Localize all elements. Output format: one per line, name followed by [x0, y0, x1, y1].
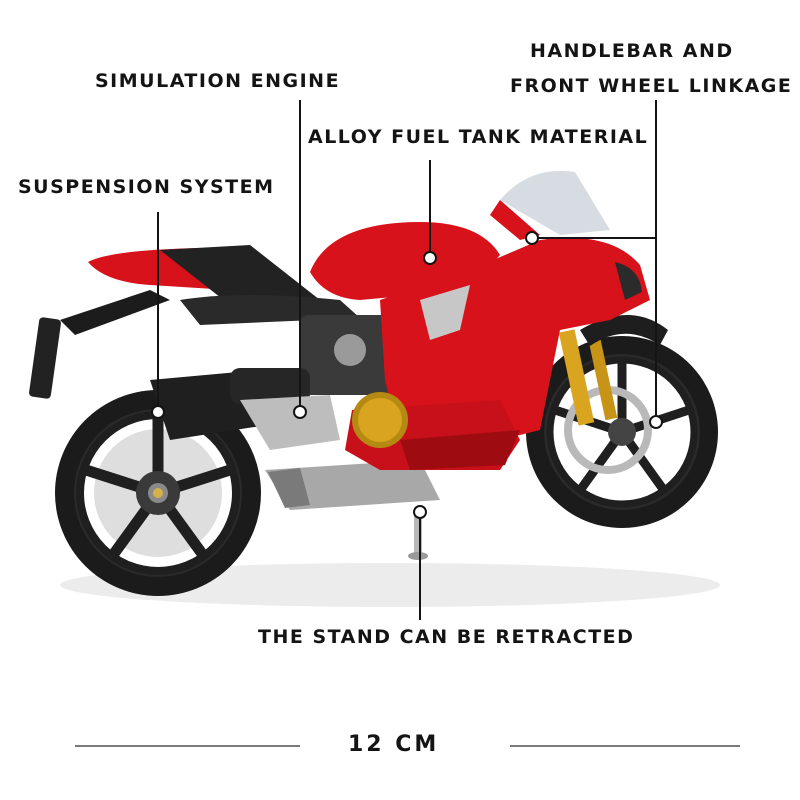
- windscreen: [500, 170, 610, 235]
- headlight: [615, 262, 642, 300]
- swing-arm: [60, 290, 170, 335]
- callout-lines: [157, 100, 657, 620]
- license-plate-holder: [29, 317, 61, 399]
- callout-dots: [151, 231, 663, 519]
- label-handlebar-line1: HANDLEBAR AND: [530, 40, 734, 62]
- label-size: 12 CM: [348, 732, 440, 757]
- label-handlebar-line2: FRONT WHEEL LINKAGE: [510, 75, 793, 97]
- exhaust: [265, 460, 440, 510]
- front-fork: [558, 329, 595, 426]
- label-simulation-engine: SIMULATION ENGINE: [95, 70, 341, 92]
- front-wheel: [526, 336, 718, 528]
- front-fairing: [380, 237, 650, 440]
- label-fuel-tank: ALLOY FUEL TANK MATERIAL: [308, 126, 649, 148]
- label-suspension-system: SUSPENSION SYSTEM: [18, 176, 275, 198]
- front-fender: [580, 315, 668, 346]
- ground-shadow: [60, 563, 720, 607]
- rear-wheel: [55, 390, 261, 596]
- label-stand-retracted: THE STAND CAN BE RETRACTED: [258, 626, 635, 648]
